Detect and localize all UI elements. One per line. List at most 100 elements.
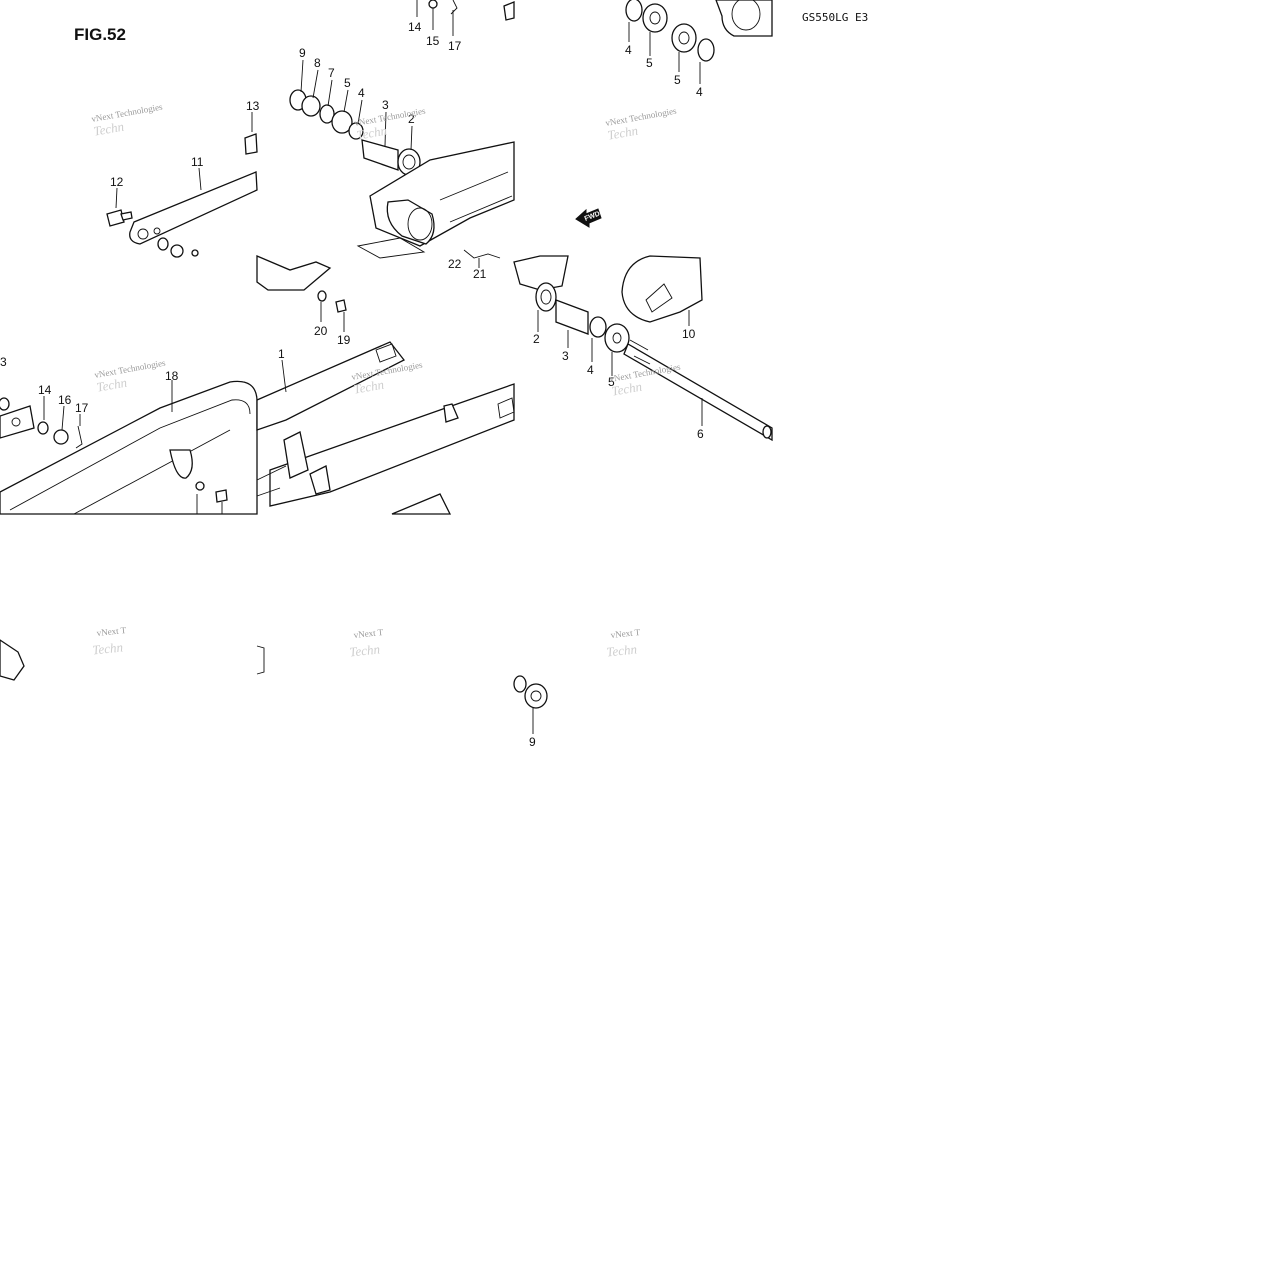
cross-brace-right [309,465,331,495]
shaft-end [762,425,772,439]
chain-case-end-fragment [0,639,25,681]
bolt-12 [106,209,125,227]
washer-7 [319,104,335,124]
callout-15: 15 [426,34,440,48]
callout-12: 12 [110,175,124,189]
swingarm-fragment [391,493,452,515]
cap-9b-inner [513,675,527,693]
pivot-left-group: 14 15 17 9 8 7 5 4 3 2 22 21 [289,0,515,281]
torque-link-arm [129,171,258,245]
callout-20: 20 [314,324,328,338]
spacer-5a [642,3,668,33]
svg-text:vNext T: vNext T [353,627,384,640]
watermark-7: Techn vNext T [92,625,127,658]
callout-18: 18 [165,369,179,383]
nut-16 [170,244,184,258]
svg-text:Techn: Techn [606,123,639,143]
washer-4c [589,316,607,338]
washer-14 [157,237,169,251]
arm-fragment-top [503,1,515,21]
rail-slot [375,343,397,363]
callout-5a: 5 [646,56,653,70]
washer-14b [37,421,49,435]
washer-stack-right: 4 5 5 4 [625,0,773,99]
torque-link-hole [137,228,149,240]
washer-15 [428,0,438,9]
svg-text:vNext Technologies: vNext Technologies [605,106,678,128]
callout-2b: 2 [533,332,540,346]
callout-4c: 4 [587,363,594,377]
callout-3: 3 [382,98,389,112]
swingarm-body-group: 20 19 1 [256,255,515,515]
bolt-13 [244,133,258,155]
svg-text:vNext T: vNext T [610,627,641,640]
watermark-1: Techn vNext Technologies [91,102,164,139]
callout-3b: 3 [0,355,7,369]
torque-link-end [0,405,35,439]
washer-small [195,481,205,491]
swingarm-upper-rail [256,341,405,431]
washer-20 [317,290,327,302]
torque-link-hole-2 [153,227,161,235]
svg-text:vNext Technologies: vNext Technologies [354,106,427,128]
lower-fragments: 9 [0,639,548,749]
spacer-5 [331,110,353,134]
callout-17: 17 [448,39,462,53]
rail-tab [443,403,459,423]
callout-4b: 4 [696,85,703,99]
sleeve-3 [361,139,399,171]
bracket-22 [356,237,426,259]
pivot-boss [386,199,435,245]
callout-1: 1 [278,347,285,361]
torque-link-group: 11 12 13 [106,99,260,258]
callout-13: 13 [246,99,260,113]
svg-text:vNext Technologies: vNext Technologies [94,358,167,380]
chain-case-mount [169,449,193,479]
spacer-5b [671,23,697,53]
washer-4a [625,0,643,22]
cotter-pin-17b [75,425,83,449]
callout-19: 19 [337,333,351,347]
arm-fragment-left [513,255,569,291]
chain-case-group: 3 14 16 17 18 [0,355,258,515]
cross-brace-left [283,431,309,479]
bearing-2b [535,282,557,312]
callout-5b: 5 [674,73,681,87]
pivot-shaft-6 [623,343,773,442]
watermark-8: Techn vNext T [349,627,384,660]
callout-11: 11 [191,155,204,169]
figure-label: FIG.52 [74,25,126,44]
callout-5c: 5 [608,375,615,389]
svg-text:vNext Technologies: vNext Technologies [91,102,164,124]
bolt-19 [335,299,347,313]
callout-10: 10 [682,327,696,341]
watermark-9: Techn vNext T [606,627,641,660]
callout-5: 5 [344,76,351,90]
watermark-4: Techn vNext Technologies [94,358,167,395]
callout-14: 14 [408,20,422,34]
fwd-arrow-icon [575,208,602,228]
sleeve-3b [555,299,589,335]
callout-8: 8 [314,56,321,70]
callout-2: 2 [408,112,415,126]
fwd-arrow: FWD [575,208,602,228]
svg-text:Techn: Techn [92,119,125,139]
callout-9b: 9 [529,735,536,749]
arm-upper-fragment [256,255,332,291]
callout-14b: 14 [38,383,52,397]
svg-text:Techn: Techn [352,377,385,397]
svg-text:Techn: Techn [349,641,381,659]
bolt-12-shank [120,211,133,221]
nut-16b [53,429,69,445]
callout-21: 21 [473,267,487,281]
pin-17 [191,249,199,257]
callout-17b: 17 [75,401,89,415]
screw-small [215,489,228,503]
callout-9: 9 [299,46,306,60]
model-code: GS550LG E3 [802,11,868,24]
svg-text:Techn: Techn [606,641,638,659]
spacer-5c [604,323,630,353]
svg-text:vNext T: vNext T [96,625,127,638]
swingarm-boss-right [715,0,773,37]
